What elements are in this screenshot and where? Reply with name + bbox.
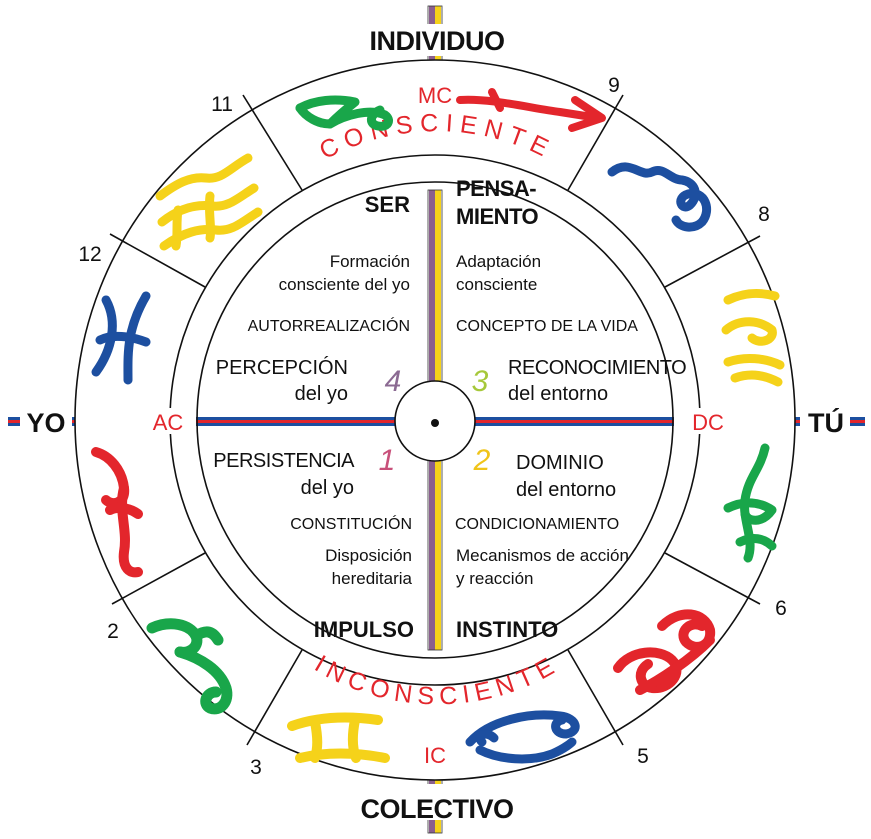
aries-icon bbox=[91, 447, 143, 578]
q2-line2: y reacción bbox=[456, 569, 533, 588]
ic-label: IC bbox=[424, 743, 446, 768]
q1-heading2: del yo bbox=[301, 477, 354, 499]
house-number-3: 3 bbox=[250, 756, 262, 779]
q2-line1: Mecanismos de acción bbox=[456, 546, 629, 565]
q4-line2: consciente del yo bbox=[279, 275, 410, 294]
taurus-icon bbox=[146, 618, 233, 715]
virgo-icon bbox=[723, 443, 777, 563]
q1-title: IMPULSO bbox=[314, 617, 414, 642]
q3-title1: PENSA- bbox=[456, 176, 536, 201]
q2-heading2: del entorno bbox=[516, 479, 616, 501]
inner-ring bbox=[196, 181, 674, 659]
gemini-icon bbox=[287, 712, 390, 763]
q3-heading2: del entorno bbox=[508, 383, 608, 405]
quadrant-4: SER Formación consciente del yo AUTORREA… bbox=[216, 192, 410, 405]
libra-icon bbox=[721, 288, 785, 387]
house-number-9: 9 bbox=[608, 74, 620, 97]
sagittarius-icon bbox=[456, 88, 606, 132]
axis-label-top: INDIVIDUO bbox=[369, 26, 504, 56]
q1-heading1: PERSISTENCIA bbox=[213, 450, 355, 472]
q4-heading1: PERCEPCIÓN bbox=[216, 356, 348, 379]
q1-number: 1 bbox=[379, 444, 396, 477]
capricorn-icon bbox=[295, 95, 393, 131]
q4-title: SER bbox=[365, 192, 410, 217]
q3-line1: Adaptación bbox=[456, 252, 541, 271]
scorpio-icon bbox=[607, 162, 711, 232]
q3-title2: MIENTO bbox=[456, 204, 539, 229]
q1-concept: CONSTITUCIÓN bbox=[290, 514, 412, 533]
center-dot bbox=[431, 419, 439, 427]
q1-line2: hereditaria bbox=[332, 569, 413, 588]
house-number-12: 12 bbox=[78, 243, 101, 266]
q2-concept: CONDICIONAMIENTO bbox=[455, 516, 619, 533]
zodiac-signs bbox=[91, 88, 785, 764]
quadrant-1: PERSISTENCIA del yo CONSTITUCIÓN Disposi… bbox=[213, 450, 414, 642]
dc-label: DC bbox=[692, 410, 724, 435]
quadrant-2: DOMINIO del entorno CONDICIONAMIENTO Mec… bbox=[455, 452, 629, 642]
house-number-5: 5 bbox=[637, 745, 649, 768]
q4-concept: AUTORREALIZACIÓN bbox=[248, 316, 410, 335]
q4-line1: Formación bbox=[330, 252, 410, 271]
aquarius-icon bbox=[155, 153, 263, 251]
house-number-8: 8 bbox=[758, 203, 770, 226]
mc-label: MC bbox=[418, 83, 452, 108]
q4-number: 4 bbox=[385, 365, 402, 398]
q3-heading1: RECONOCIMIENTO bbox=[508, 357, 686, 379]
axis-label-bottom: COLECTIVO bbox=[360, 794, 513, 824]
house-number-11: 11 bbox=[211, 93, 233, 116]
leo-icon bbox=[613, 609, 716, 695]
q4-heading2: del yo bbox=[295, 383, 348, 405]
pisces-icon bbox=[91, 291, 151, 385]
axis-label-left: YO bbox=[26, 408, 65, 438]
house-cusps bbox=[109, 94, 761, 746]
quadrant-3: PENSA- MIENTO Adaptación consciente CONC… bbox=[456, 176, 687, 405]
q2-number: 2 bbox=[473, 444, 491, 477]
house-number-2: 2 bbox=[107, 620, 119, 643]
q3-number: 3 bbox=[472, 365, 489, 398]
q1-line1: Disposición bbox=[325, 546, 412, 565]
q3-concept: CONCEPTO DE LA VIDA bbox=[456, 318, 638, 335]
cancer-icon bbox=[465, 710, 580, 764]
q3-line2: consciente bbox=[456, 275, 537, 294]
house-number-6: 6 bbox=[775, 597, 787, 620]
axis-label-right: TÚ bbox=[808, 407, 844, 438]
ac-label: AC bbox=[153, 410, 184, 435]
q2-heading1: DOMINIO bbox=[516, 452, 604, 474]
outer-ring bbox=[74, 59, 796, 781]
q2-title: INSTINTO bbox=[456, 617, 558, 642]
